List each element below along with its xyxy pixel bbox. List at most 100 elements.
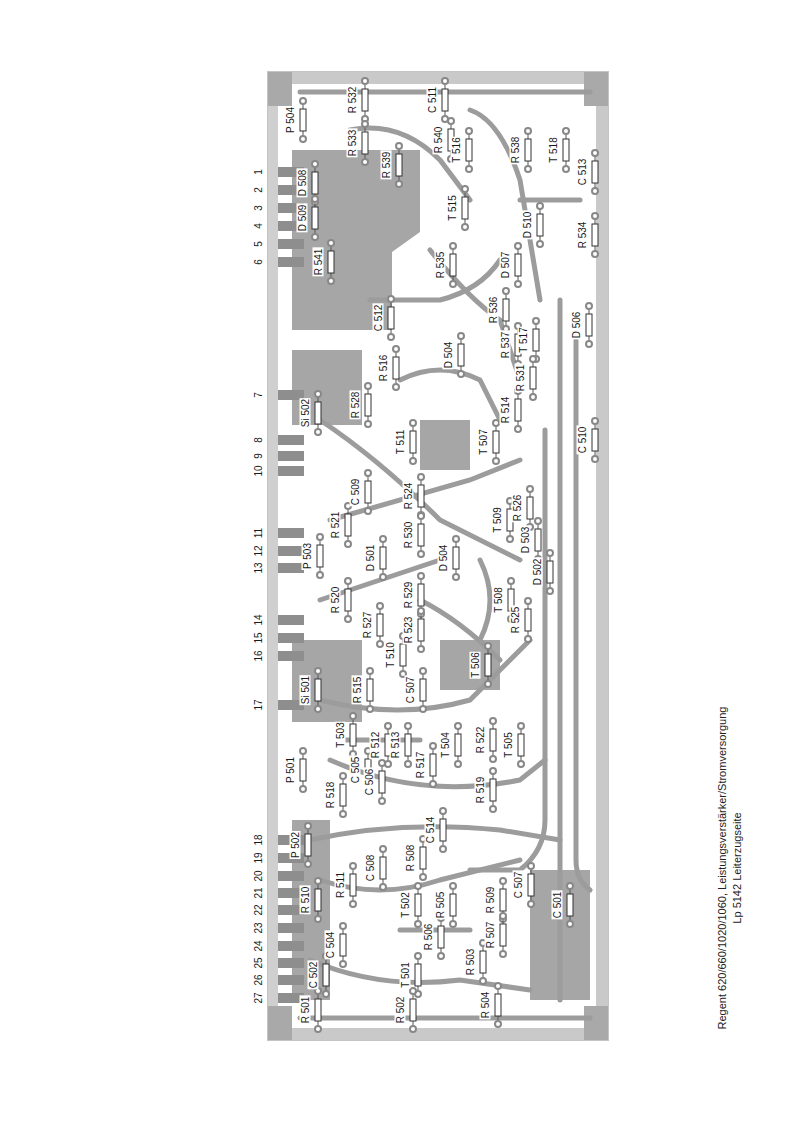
component-body bbox=[537, 203, 543, 247]
component-body bbox=[466, 128, 472, 172]
part-name: R 515 bbox=[352, 676, 363, 705]
part-name: R 501 bbox=[300, 996, 311, 1025]
component-body bbox=[365, 470, 371, 514]
component-body bbox=[503, 288, 509, 332]
component-body bbox=[450, 883, 456, 927]
pin-number: 7 bbox=[253, 391, 264, 399]
component-body bbox=[490, 768, 496, 812]
pin-number: 4 bbox=[253, 222, 264, 230]
part-name: C 502 bbox=[308, 961, 319, 990]
part-name: R 527 bbox=[362, 611, 373, 640]
pin-number: 22 bbox=[253, 903, 264, 916]
pin-number: 17 bbox=[253, 698, 264, 711]
pin-number: 21 bbox=[253, 886, 264, 899]
component-body bbox=[415, 883, 421, 927]
pin-number: 27 bbox=[253, 991, 264, 1004]
component-body bbox=[535, 518, 541, 562]
pin-number: 3 bbox=[253, 204, 264, 212]
part-name: R 504 bbox=[480, 991, 491, 1020]
component-body bbox=[563, 128, 569, 172]
component-body bbox=[500, 878, 506, 922]
component-body bbox=[528, 863, 534, 907]
pin-number: 16 bbox=[253, 649, 264, 662]
part-name: R 510 bbox=[300, 886, 311, 915]
contact-finger bbox=[278, 451, 304, 461]
component-body bbox=[592, 213, 598, 257]
part-name: R 528 bbox=[350, 391, 361, 420]
part-name: R 512 bbox=[370, 731, 381, 760]
part-name: T 511 bbox=[395, 429, 406, 456]
part-name: R 537 bbox=[500, 331, 511, 360]
part-name: D 509 bbox=[297, 204, 308, 233]
contact-finger bbox=[278, 871, 304, 881]
contact-finger bbox=[278, 633, 304, 643]
component-body bbox=[490, 718, 496, 762]
caption-line: Lp 5142 Leiterzugseite bbox=[731, 811, 744, 924]
part-name: D 504 bbox=[438, 544, 449, 573]
part-name: R 524 bbox=[403, 482, 414, 511]
component-body bbox=[450, 243, 456, 287]
component-body bbox=[410, 988, 416, 1032]
component-body bbox=[418, 573, 424, 617]
component-body bbox=[438, 915, 444, 959]
component-body bbox=[442, 78, 448, 122]
component-body bbox=[396, 143, 402, 187]
pin-number: 11 bbox=[253, 527, 264, 539]
component-body bbox=[495, 983, 501, 1027]
part-name: R 529 bbox=[403, 581, 414, 610]
part-name: R 519 bbox=[475, 776, 486, 805]
contact-finger bbox=[278, 546, 304, 556]
part-name: D 506 bbox=[571, 311, 582, 340]
part-name: C 514 bbox=[425, 816, 436, 845]
part-name: Si 502 bbox=[300, 398, 311, 428]
component-body bbox=[300, 748, 306, 792]
component-body bbox=[586, 303, 592, 347]
part-name: C 508 bbox=[365, 854, 376, 883]
part-name: D 503 bbox=[520, 526, 531, 555]
component-body bbox=[453, 536, 459, 580]
part-name: R 520 bbox=[330, 586, 341, 615]
component-body bbox=[418, 608, 424, 652]
component-body bbox=[340, 923, 346, 967]
contact-finger bbox=[278, 941, 304, 951]
part-name: R 536 bbox=[488, 296, 499, 325]
part-name: D 507 bbox=[500, 251, 511, 280]
part-name: T 516 bbox=[451, 136, 462, 163]
component-body bbox=[393, 346, 399, 390]
pin-number: 19 bbox=[253, 851, 264, 864]
component-body bbox=[527, 486, 533, 530]
pin-number: 25 bbox=[253, 956, 264, 969]
part-name: R 534 bbox=[577, 221, 588, 250]
contact-finger bbox=[278, 615, 304, 625]
part-name: R 539 bbox=[381, 151, 392, 180]
component-body bbox=[367, 668, 373, 712]
part-name: R 508 bbox=[405, 844, 416, 873]
component-body bbox=[418, 474, 424, 518]
part-name: C 513 bbox=[577, 158, 588, 187]
contact-finger bbox=[278, 257, 304, 267]
part-name: R 514 bbox=[500, 396, 511, 425]
part-name: T 507 bbox=[478, 428, 489, 455]
part-name: C 509 bbox=[350, 478, 361, 507]
component-body bbox=[380, 846, 386, 890]
component-body bbox=[410, 420, 416, 464]
component-body bbox=[420, 668, 426, 712]
part-name: R 518 bbox=[325, 781, 336, 810]
part-name: R 538 bbox=[510, 136, 521, 165]
pin-number: 8 bbox=[253, 436, 264, 444]
contact-finger bbox=[278, 563, 304, 573]
part-name: R 532 bbox=[347, 86, 358, 115]
part-name: R 505 bbox=[435, 891, 446, 920]
pin-number: 9 bbox=[253, 452, 264, 460]
component-body bbox=[362, 121, 368, 165]
component-body bbox=[315, 668, 321, 712]
pin-number: 10 bbox=[253, 464, 264, 477]
component-body bbox=[430, 743, 436, 787]
component-body bbox=[500, 913, 506, 957]
part-name: C 512 bbox=[373, 304, 384, 333]
pin-number: 26 bbox=[253, 973, 264, 986]
part-name: T 510 bbox=[385, 641, 396, 668]
part-name: R 531 bbox=[515, 364, 526, 393]
part-name: D 510 bbox=[522, 211, 533, 240]
